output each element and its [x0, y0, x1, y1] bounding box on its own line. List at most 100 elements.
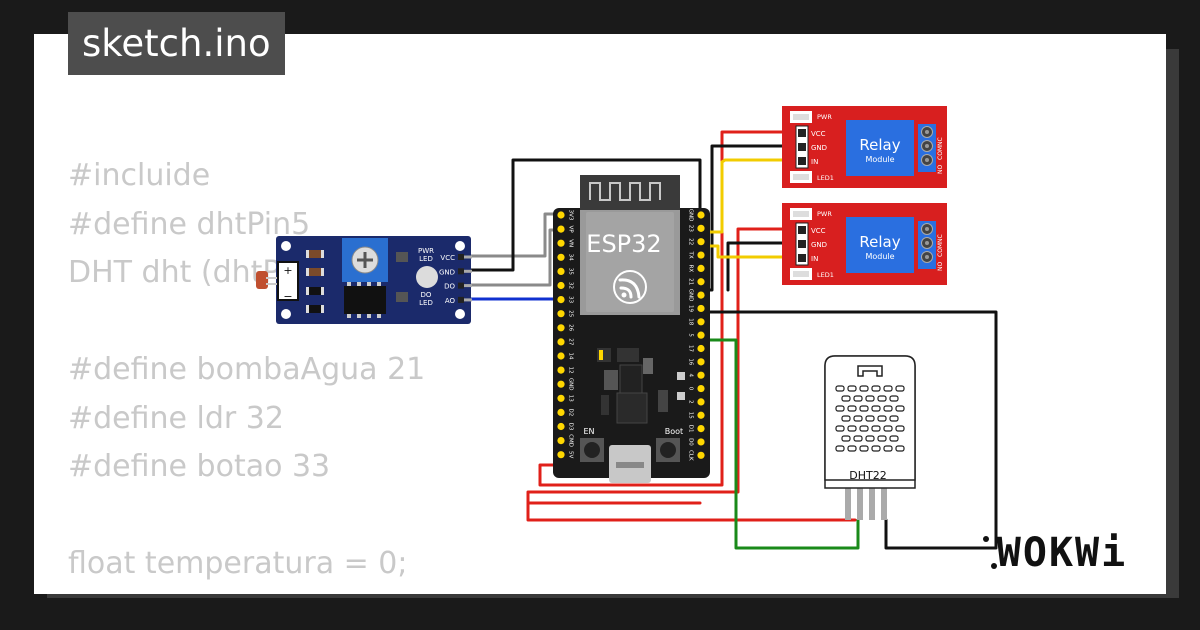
- esp-pin-right[interactable]: [697, 304, 705, 313]
- esp-pin-right[interactable]: [697, 264, 705, 272]
- esp-pin-left[interactable]: [557, 225, 565, 233]
- vent-slot: [883, 385, 893, 392]
- esp-pin-label: 32: [568, 282, 574, 289]
- vent-slot: [877, 415, 887, 422]
- wokwi-logo: WOKWi: [997, 530, 1127, 576]
- ldr-pin[interactable]: [464, 284, 472, 288]
- esp-pin-left[interactable]: [557, 366, 565, 374]
- ldr-pin[interactable]: [464, 298, 472, 302]
- relay-pin-label: IN: [811, 158, 818, 166]
- relay-led-label: LED1: [817, 174, 834, 182]
- ldr-pin[interactable]: [464, 255, 472, 259]
- esp-pin-left[interactable]: [557, 394, 565, 402]
- esp-pin-left[interactable]: [557, 352, 565, 360]
- esp-pin-label: 5: [688, 333, 694, 337]
- relay-pin-label: IN: [811, 255, 818, 263]
- code-line: #define botao 33: [68, 449, 331, 484]
- wire-relay1-gnd: [698, 144, 792, 292]
- ldr-pin-header: [458, 296, 464, 303]
- esp-pin-left[interactable]: [557, 422, 565, 431]
- esp32-board[interactable]: ESP32 EN Boot 3V3VPVN343532332526271412G…: [553, 175, 710, 483]
- esp-pin-right[interactable]: [697, 318, 705, 326]
- esp-pin-left[interactable]: [557, 437, 565, 445]
- esp-pin-right[interactable]: [697, 211, 705, 219]
- wire-relay2-vcc: [526, 227, 857, 522]
- wire-dht-gnd: [698, 310, 998, 550]
- esp-pin-label: 3V3: [568, 210, 574, 221]
- dht22-sensor[interactable]: DHT22: [824, 355, 916, 520]
- vent-slot: [895, 405, 905, 412]
- vent-slot: [847, 385, 857, 392]
- esp-pin-label: GND: [688, 209, 694, 222]
- esp-pin-label: GND: [568, 378, 574, 391]
- esp-pin-left[interactable]: [557, 281, 565, 290]
- relay-pin-label: GND: [811, 241, 827, 249]
- esp-pin-label: D3: [568, 423, 574, 431]
- esp-pin-left[interactable]: [557, 338, 565, 346]
- esp-pin-label: 23: [688, 225, 694, 232]
- vent-slot: [871, 385, 881, 392]
- esp-pin-right[interactable]: [697, 438, 705, 446]
- esp-pin-label: 22: [688, 238, 694, 245]
- esp-pin-left[interactable]: [557, 253, 565, 261]
- relay-pin[interactable]: [798, 240, 806, 248]
- relay-pin[interactable]: [798, 226, 806, 234]
- esp-pin-label: CLK: [688, 450, 694, 461]
- esp-pin-right[interactable]: [697, 224, 705, 232]
- vent-slot: [883, 445, 893, 452]
- esp-pin-label: D0: [688, 438, 694, 446]
- code-line: #define dhtPin5: [68, 206, 311, 242]
- code-line: #define ldr 32: [68, 400, 284, 436]
- relay-pin[interactable]: [798, 157, 806, 165]
- esp-pin-left[interactable]: [557, 451, 565, 459]
- esp-pin-right[interactable]: [697, 384, 705, 393]
- esp-pin-right[interactable]: [697, 358, 705, 366]
- esp-pin-right[interactable]: [697, 398, 705, 406]
- wire-relay2-gnd: [726, 241, 792, 292]
- esp-pin-right[interactable]: [697, 451, 705, 459]
- esp-pin-label: 19: [688, 305, 694, 312]
- esp-pin-right[interactable]: [697, 278, 705, 286]
- esp-pin-label: 5V: [568, 451, 574, 458]
- relay-pin[interactable]: [798, 129, 806, 137]
- esp-pin-left[interactable]: [557, 408, 565, 416]
- vent-slot: [865, 395, 875, 402]
- esp-pin-right[interactable]: [697, 291, 705, 299]
- esp-pin-left[interactable]: [557, 380, 565, 388]
- ldr-pin[interactable]: [464, 269, 472, 273]
- relay-pin[interactable]: [798, 254, 806, 262]
- esp-pin-right[interactable]: [697, 344, 705, 353]
- vent-slot: [895, 445, 905, 452]
- esp-pin-label: 33: [568, 296, 574, 303]
- en-label: EN: [583, 427, 594, 436]
- vent-slot: [835, 405, 845, 412]
- esp-pin-right[interactable]: [697, 371, 705, 379]
- esp-pin-label: D2: [568, 409, 574, 417]
- esp-pin-left[interactable]: [557, 267, 565, 275]
- esp-pin-left[interactable]: [557, 310, 565, 318]
- relay-body: [846, 217, 914, 273]
- esp-pin-label: 26: [568, 324, 574, 331]
- esp-pin-right[interactable]: [697, 251, 705, 259]
- esp-pin-right[interactable]: [697, 331, 705, 339]
- esp-pin-right[interactable]: [697, 238, 705, 246]
- esp-pin-label: 25: [568, 310, 574, 317]
- vent-slot: [883, 405, 893, 412]
- relay-pin[interactable]: [798, 143, 806, 151]
- ldr-pin-header: [458, 254, 464, 260]
- vent-slot: [847, 445, 857, 452]
- esp-pin-right[interactable]: [697, 411, 705, 419]
- esp-pin-left[interactable]: [557, 211, 565, 219]
- wire-ldr-gnd: [468, 158, 702, 298]
- esp-pin-left[interactable]: [557, 239, 565, 247]
- esp32-label: ESP32: [586, 230, 661, 258]
- vent-slot: [859, 385, 869, 392]
- esp-pin-right[interactable]: [697, 425, 705, 433]
- relay-body: [846, 120, 914, 176]
- esp-pin-left[interactable]: [557, 296, 565, 304]
- esp-pin-left[interactable]: [557, 324, 565, 332]
